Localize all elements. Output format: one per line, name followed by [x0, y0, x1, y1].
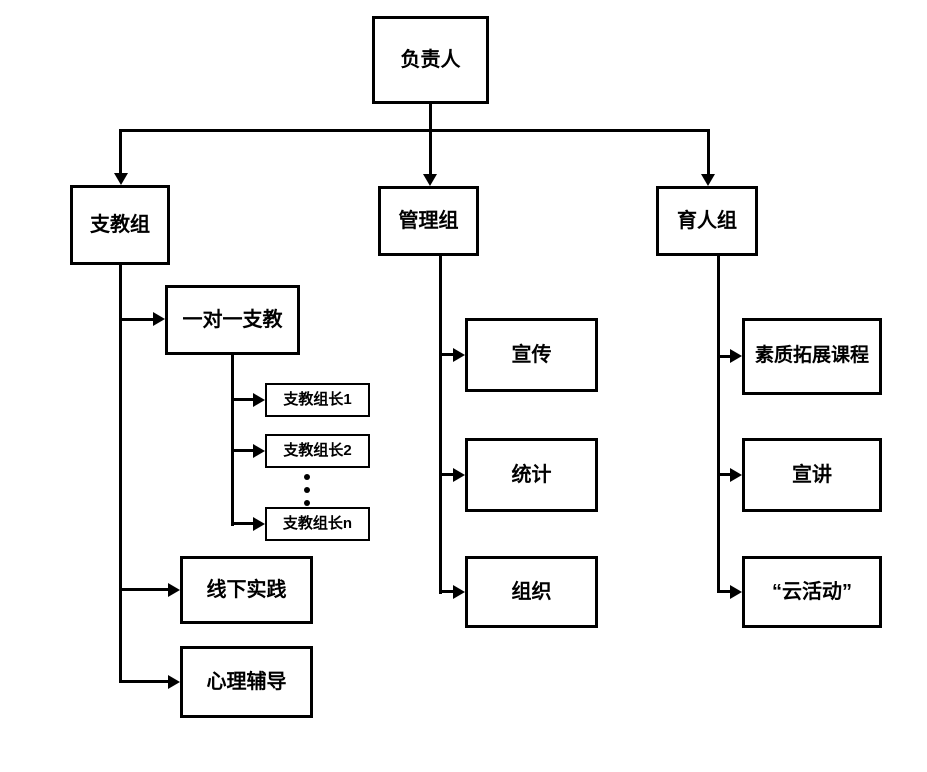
node-label: 宣传 — [511, 344, 552, 366]
node-teaching-leader-2: 支教组长2 — [265, 434, 370, 468]
node-offline-practice: 线下实践 — [180, 556, 313, 624]
node-cloud-activity: “云活动” — [742, 556, 882, 628]
connector-to-cloud-activity — [717, 590, 730, 593]
arrowhead-right-icon — [168, 583, 180, 597]
node-teaching-group: 支教组 — [70, 185, 170, 265]
ellipsis-dot — [304, 474, 310, 480]
node-quality-development-course: 素质拓展课程 — [742, 318, 882, 395]
connector-to-leader-2 — [231, 449, 253, 452]
connector-to-publicity — [439, 353, 453, 356]
arrowhead-right-icon — [453, 348, 465, 362]
node-lecturing: 宣讲 — [742, 438, 882, 512]
arrowhead-right-icon — [730, 585, 742, 599]
connector-to-quality-course — [717, 355, 730, 358]
ellipsis-dot — [304, 487, 310, 493]
node-label: 育人组 — [677, 210, 737, 232]
node-label: 素质拓展课程 — [754, 345, 869, 367]
arrowhead-right-icon — [453, 585, 465, 599]
ellipsis-dot — [304, 500, 310, 506]
connector-to-leader-1 — [231, 398, 253, 401]
connector-to-leader-n — [231, 522, 253, 525]
connector-cultivation-spine — [717, 256, 720, 592]
node-label: 线下实践 — [206, 579, 287, 601]
connector-to-lecturing — [717, 473, 730, 476]
node-label: 支教组长2 — [283, 442, 352, 459]
node-label: 组织 — [511, 581, 552, 603]
connector-left-drop — [119, 129, 122, 174]
node-label: 支教组长1 — [283, 391, 352, 408]
node-teaching-leader-1: 支教组长1 — [265, 383, 370, 417]
node-publicity: 宣传 — [465, 318, 598, 392]
node-label: 负责人 — [400, 49, 461, 71]
node-label: 一对一支教 — [182, 309, 283, 331]
arrowhead-down-icon — [423, 174, 437, 186]
node-label: 心理辅导 — [206, 671, 287, 693]
arrowhead-right-icon — [730, 468, 742, 482]
arrowhead-right-icon — [168, 675, 180, 689]
arrowhead-down-icon — [114, 173, 128, 185]
vertical-ellipsis-icon — [304, 474, 310, 506]
arrowhead-right-icon — [153, 312, 165, 326]
node-person-in-charge: 负责人 — [372, 16, 489, 104]
connector-to-offline-practice — [119, 588, 168, 591]
arrowhead-right-icon — [253, 444, 265, 458]
connector-right-drop — [707, 129, 710, 174]
node-cultivation-group: 育人组 — [656, 186, 758, 256]
node-organization: 组织 — [465, 556, 598, 628]
connector-to-statistics — [439, 473, 453, 476]
connector-leaders-spine — [231, 355, 234, 526]
arrowhead-right-icon — [253, 517, 265, 531]
arrowhead-right-icon — [730, 349, 742, 363]
connector-root-horizontal — [119, 129, 710, 132]
arrowhead-down-icon — [701, 174, 715, 186]
arrowhead-right-icon — [453, 468, 465, 482]
arrowhead-right-icon — [253, 393, 265, 407]
node-label: 支教组 — [90, 214, 150, 236]
connector-root-vertical — [429, 104, 432, 174]
node-teaching-leader-n: 支教组长n — [265, 507, 370, 541]
node-statistics: 统计 — [465, 438, 598, 512]
connector-teaching-spine — [119, 265, 122, 683]
node-one-on-one-teaching: 一对一支教 — [165, 285, 300, 355]
node-label: 支教组长n — [282, 515, 353, 532]
connector-to-psych-counseling — [119, 680, 168, 683]
node-label: 统计 — [511, 464, 552, 486]
node-management-group: 管理组 — [378, 186, 479, 256]
node-label: “云活动” — [772, 581, 852, 603]
node-label: 管理组 — [398, 210, 459, 232]
connector-management-spine — [439, 256, 442, 594]
node-label: 宣讲 — [792, 464, 832, 486]
connector-to-organization — [439, 590, 453, 593]
connector-to-one-on-one — [119, 318, 153, 321]
node-psychological-counseling: 心理辅导 — [180, 646, 313, 718]
